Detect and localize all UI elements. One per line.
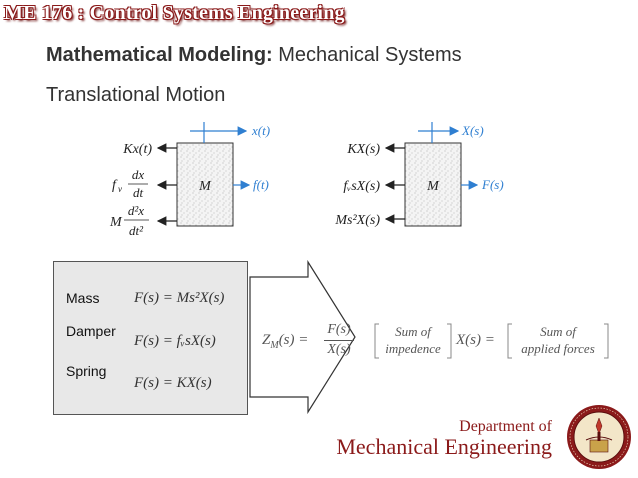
title-bold: Mathematical Modeling: bbox=[46, 44, 273, 66]
course-header: ME 176 : Control Systems Engineering bbox=[4, 2, 345, 24]
right-fs-label: F(s) bbox=[481, 177, 504, 192]
right-block-label: M bbox=[426, 179, 440, 194]
left-mass-coef: M bbox=[109, 215, 123, 230]
damper-label: Damper bbox=[66, 323, 116, 339]
left-damper-sub: v bbox=[118, 184, 122, 194]
left-spring-label: Kx(t) bbox=[122, 142, 152, 157]
impedance-z: Z bbox=[262, 332, 271, 348]
frac-num: F(s) bbox=[327, 322, 351, 337]
dept-line1: Department of bbox=[459, 418, 552, 435]
right-mass-label: Ms²X(s) bbox=[334, 213, 380, 228]
left-deriv-num: dx bbox=[132, 167, 145, 182]
mass-label: Mass bbox=[66, 290, 100, 306]
bracket1-left bbox=[374, 323, 379, 359]
bracket1-right bbox=[447, 323, 452, 359]
slide-subtitle: Translational Motion bbox=[46, 84, 226, 106]
mass-equation: F(s) = Ms²X(s) bbox=[134, 290, 225, 306]
university-seal-icon bbox=[567, 405, 631, 469]
frac-den: X(s) bbox=[327, 342, 351, 357]
spring-equation: F(s) = KX(s) bbox=[134, 375, 212, 391]
impedance-arg: (s) = bbox=[278, 332, 309, 348]
bracket2-right bbox=[604, 323, 609, 359]
left-deriv2-den: dt² bbox=[129, 223, 144, 238]
dept-line2: Mechanical Engineering bbox=[336, 434, 552, 459]
left-deriv-den: dt bbox=[133, 185, 144, 200]
bracket2-bottom: applied forces bbox=[521, 341, 595, 356]
brackets bbox=[374, 323, 609, 359]
big-arrow bbox=[249, 259, 356, 415]
frac-bar bbox=[324, 340, 354, 341]
bracket1-bottom: impedence bbox=[385, 341, 441, 356]
left-xt-label: x(t) bbox=[251, 123, 270, 138]
title-rest: Mechanical Systems bbox=[272, 44, 462, 66]
bracket1-top: Sum of bbox=[395, 324, 431, 339]
right-fbd: M X(s) F(s) KX(s) fᵥsX(s) Ms²X(s) bbox=[334, 122, 504, 228]
bracket2-top: Sum of bbox=[540, 324, 576, 339]
damper-equation: F(s) = fᵥsX(s) bbox=[134, 333, 216, 349]
slide-title: Mathematical Modeling: Mechanical System… bbox=[46, 44, 462, 67]
left-damper-coef: f bbox=[112, 178, 118, 193]
right-spring-label: KX(s) bbox=[346, 142, 380, 157]
impedance-lhs: ZM(s) = bbox=[262, 332, 308, 351]
bracket2-left bbox=[507, 323, 512, 359]
right-damper-label: fᵥsX(s) bbox=[343, 179, 380, 194]
left-ft-label: f(t) bbox=[253, 177, 269, 192]
left-deriv2-num: d²x bbox=[128, 203, 144, 218]
equations-box bbox=[53, 261, 248, 415]
right-xs-label: X(s) bbox=[461, 123, 484, 138]
impedance-sub: M bbox=[270, 340, 279, 351]
spring-label: Spring bbox=[66, 363, 107, 379]
left-fbd: M x(t) f(t) Kx(t) f v dx dt M d²x dt² bbox=[109, 122, 270, 238]
left-block-label: M bbox=[198, 179, 212, 194]
impedance-mid: X(s) = bbox=[456, 332, 495, 348]
